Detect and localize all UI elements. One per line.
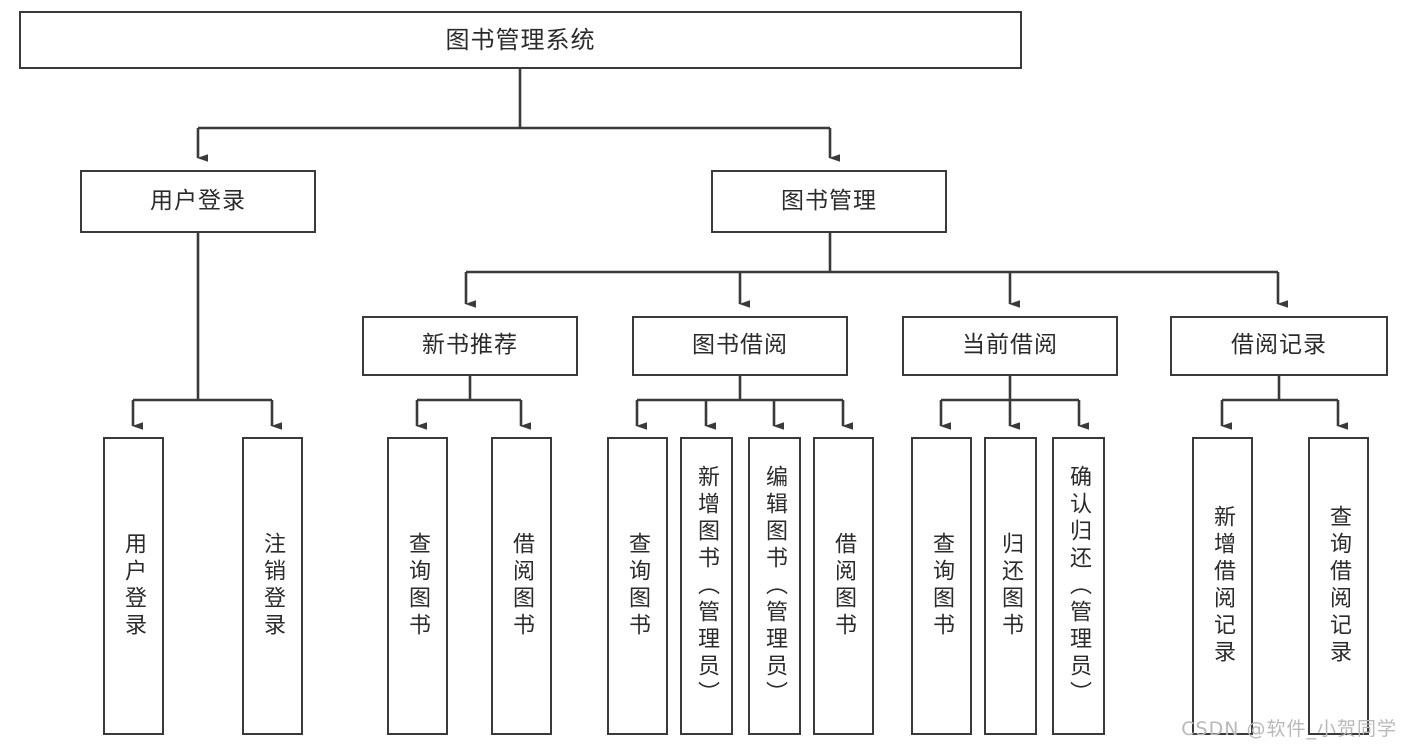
leaf-add-book-admin[interactable]: 新增图书（管理员）: [680, 437, 733, 735]
node-label: 编辑图书（管理员）: [762, 464, 788, 708]
node-book-borrowing[interactable]: 图书借阅: [632, 316, 848, 376]
node-user-login[interactable]: 用户登录: [80, 170, 316, 233]
leaf-logout[interactable]: 注销登录: [242, 437, 303, 735]
leaf-query-borrow-record[interactable]: 查询借阅记录: [1308, 437, 1369, 735]
watermark: CSDN @软件_小贺同学: [1181, 718, 1397, 740]
node-label: 借阅图书: [831, 532, 857, 640]
node-label: 新增图书（管理员）: [694, 464, 720, 708]
node-label: 查询图书: [929, 532, 955, 640]
leaf-query-books-recommend[interactable]: 查询图书: [387, 437, 448, 735]
leaf-user-login[interactable]: 用户登录: [103, 437, 164, 735]
node-label: 当前借阅: [962, 332, 1058, 359]
leaf-borrow-books-borrowing[interactable]: 借阅图书: [813, 437, 874, 735]
node-current-borrowing[interactable]: 当前借阅: [902, 316, 1118, 376]
node-label: 图书借阅: [692, 332, 788, 359]
leaf-confirm-return-admin[interactable]: 确认归还（管理员）: [1052, 437, 1105, 735]
leaf-edit-book-admin[interactable]: 编辑图书（管理员）: [748, 437, 801, 735]
node-label: 图书管理系统: [445, 25, 596, 54]
leaf-add-borrow-record[interactable]: 新增借阅记录: [1192, 437, 1253, 735]
node-label: 新增借阅记录: [1210, 505, 1236, 667]
node-label: 归还图书: [998, 532, 1024, 640]
node-label: 用户登录: [150, 187, 246, 214]
node-book-management[interactable]: 图书管理: [711, 170, 947, 233]
leaf-borrow-books-recommend[interactable]: 借阅图书: [491, 437, 552, 735]
node-label: 查询图书: [625, 532, 651, 640]
node-label: 查询图书: [405, 532, 431, 640]
node-root-library-system[interactable]: 图书管理系统: [19, 11, 1022, 69]
node-label: 查询借阅记录: [1326, 505, 1352, 667]
node-label: 注销登录: [260, 532, 286, 640]
node-label: 借阅图书: [509, 532, 535, 640]
leaf-return-books[interactable]: 归还图书: [984, 437, 1037, 735]
node-borrowing-records[interactable]: 借阅记录: [1170, 316, 1388, 376]
node-label: 新书推荐: [422, 332, 518, 359]
leaf-query-books-current[interactable]: 查询图书: [911, 437, 972, 735]
node-label: 借阅记录: [1231, 332, 1327, 359]
node-label: 图书管理: [781, 187, 877, 214]
node-label: 确认归还（管理员）: [1066, 464, 1092, 708]
leaf-query-books-borrowing[interactable]: 查询图书: [607, 437, 668, 735]
node-new-book-recommendation[interactable]: 新书推荐: [362, 316, 578, 376]
node-label: 用户登录: [121, 532, 147, 640]
